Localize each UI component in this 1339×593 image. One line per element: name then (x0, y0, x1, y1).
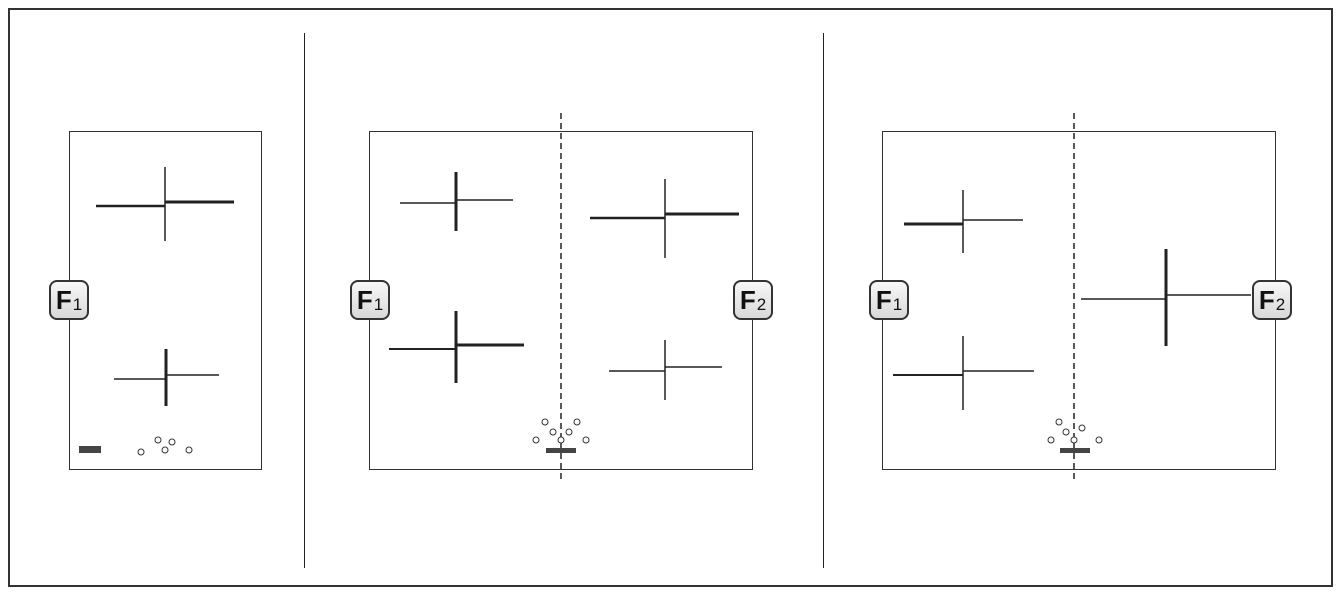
cooking-zone-cross-3a (904, 190, 1023, 253)
cooking-zone-cross-2a (400, 172, 513, 231)
control-knobs-2 (532, 418, 590, 453)
hob-panel-3 (882, 131, 1276, 470)
cooking-zone-cross-2d (609, 340, 722, 400)
cooking-zone-cross-2c (389, 311, 524, 383)
control-knobs-1 (79, 436, 193, 456)
control-knobs-3 (1047, 418, 1103, 453)
cooking-zone-cross-3c (893, 336, 1034, 410)
panel-divider-2 (823, 33, 824, 568)
cooking-zone-cross-1b (114, 349, 219, 406)
panel-divider-1 (304, 33, 305, 568)
cooking-zone-cross-3b (1081, 249, 1251, 346)
cooking-zone-cross-1a (96, 167, 234, 241)
cooking-zone-cross-2b (590, 179, 739, 258)
